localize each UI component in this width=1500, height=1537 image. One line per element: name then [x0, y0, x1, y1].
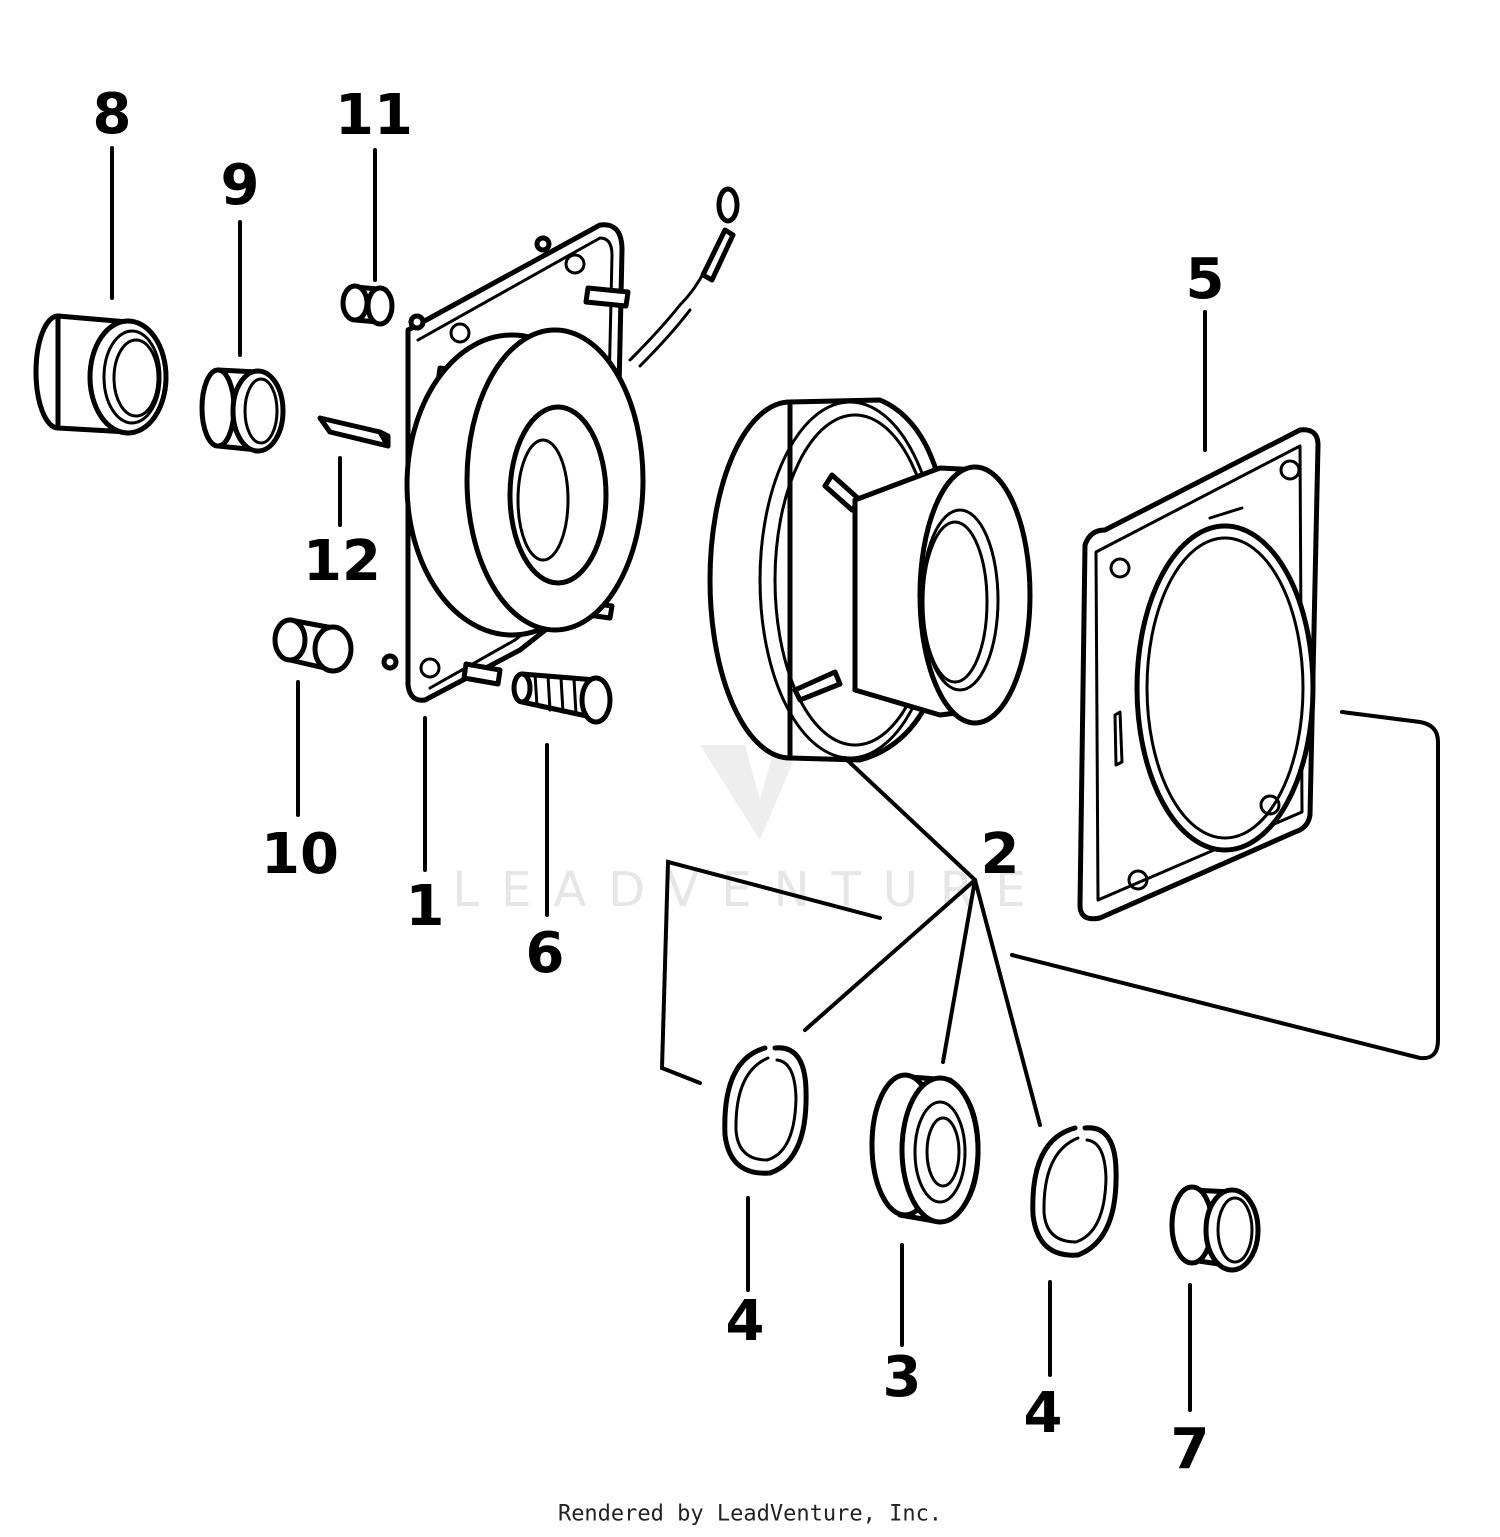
part-5-armature-plate	[1077, 427, 1321, 922]
part-9-bushing	[199, 367, 286, 454]
callout-8: 8	[92, 82, 132, 147]
watermark-logo	[700, 745, 800, 840]
callout-10: 10	[261, 822, 339, 887]
callout-9: 9	[220, 153, 260, 218]
callout-1: 1	[405, 874, 445, 939]
callout-11: 11	[335, 83, 413, 148]
footer-credit: Rendered by LeadVenture, Inc.	[557, 1501, 943, 1527]
leader-lines	[110, 146, 1440, 1412]
part-8-bushing	[33, 313, 169, 436]
callout-5: 5	[1185, 247, 1225, 312]
callout-4-right: 4	[1023, 1381, 1063, 1446]
part-6-spring	[511, 671, 613, 725]
part-12-key	[317, 415, 391, 449]
callout-3: 3	[882, 1345, 922, 1410]
part-1-field-coil	[381, 186, 740, 703]
callout-4-left: 4	[725, 1289, 765, 1354]
callout-12: 12	[303, 529, 381, 594]
callout-6: 6	[525, 921, 565, 986]
part-10-bushing	[272, 617, 354, 674]
callout-7: 7	[1170, 1417, 1210, 1482]
part-3-bearing	[869, 1072, 981, 1225]
part-4-retaining-ring-b	[1030, 1125, 1119, 1258]
part-7-bushing	[1169, 1184, 1261, 1273]
part-4-retaining-ring-a	[722, 1045, 809, 1176]
part-2-rotor	[707, 397, 1033, 763]
part-11-bushing	[340, 283, 395, 327]
callout-2: 2	[980, 822, 1020, 887]
